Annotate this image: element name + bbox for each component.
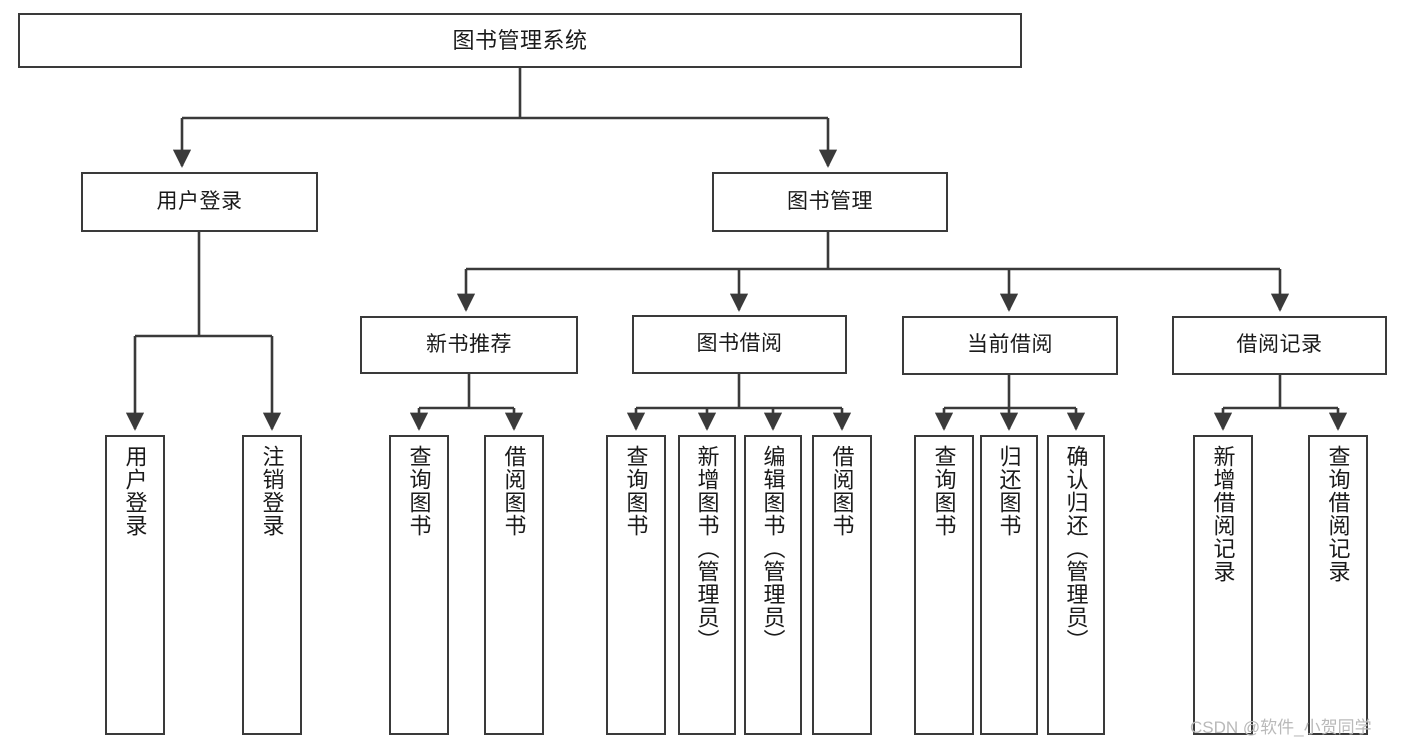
leaf-logout-login[interactable]: 注销登录 [242,435,302,735]
node-label: 图书管理系统 [452,27,588,53]
node-book-borrow[interactable]: 图书借阅 [632,315,847,374]
leaf-query-book-borrow[interactable]: 查询图书 [606,435,666,735]
node-new-book-recommend[interactable]: 新书推荐 [360,316,578,374]
node-label: 用户登录 [122,445,148,537]
leaf-return-book[interactable]: 归还图书 [980,435,1038,735]
leaf-query-book-current[interactable]: 查询图书 [914,435,974,735]
node-label: 用户登录 [156,189,243,213]
node-label: 查询图书 [931,445,957,537]
node-label: 新增借阅记录 [1210,445,1236,583]
node-label: 图书借阅 [696,332,783,356]
leaf-borrow-book-borrow[interactable]: 借阅图书 [812,435,872,735]
node-label: 借阅图书 [829,445,855,537]
node-label: 查询借阅记录 [1325,445,1351,583]
leaf-borrow-book-new-recommend[interactable]: 借阅图书 [484,435,544,735]
leaf-add-borrow-record[interactable]: 新增借阅记录 [1193,435,1253,735]
leaf-add-book-admin[interactable]: 新增图书（管理员） [678,435,736,735]
node-label: 借阅记录 [1236,333,1323,357]
leaf-query-borrow-record[interactable]: 查询借阅记录 [1308,435,1368,735]
node-root-book-management-system[interactable]: 图书管理系统 [18,13,1022,68]
node-label: 编辑图书（管理员） [760,445,786,652]
node-label: 归还图书 [996,445,1022,537]
leaf-query-book-new-recommend[interactable]: 查询图书 [389,435,449,735]
leaf-user-login[interactable]: 用户登录 [105,435,165,735]
node-label: 当前借阅 [967,333,1053,357]
node-user-login[interactable]: 用户登录 [81,172,318,232]
node-label: 借阅图书 [501,445,527,537]
node-label: 确认归还（管理员） [1063,445,1089,652]
node-label: 注销登录 [259,445,285,537]
node-book-management[interactable]: 图书管理 [712,172,948,232]
node-borrow-record[interactable]: 借阅记录 [1172,316,1387,375]
csdn-watermark: CSDN @软件_小贺同学 [1190,718,1372,737]
leaf-confirm-return-admin[interactable]: 确认归还（管理员） [1047,435,1105,735]
node-label: 查询图书 [406,445,432,537]
node-label: 图书管理 [787,189,873,213]
node-label: 查询图书 [623,445,649,537]
leaf-edit-book-admin[interactable]: 编辑图书（管理员） [744,435,802,735]
node-label: 新书推荐 [426,332,512,356]
node-label: 新增图书（管理员） [694,445,720,652]
node-current-borrow[interactable]: 当前借阅 [902,316,1118,375]
